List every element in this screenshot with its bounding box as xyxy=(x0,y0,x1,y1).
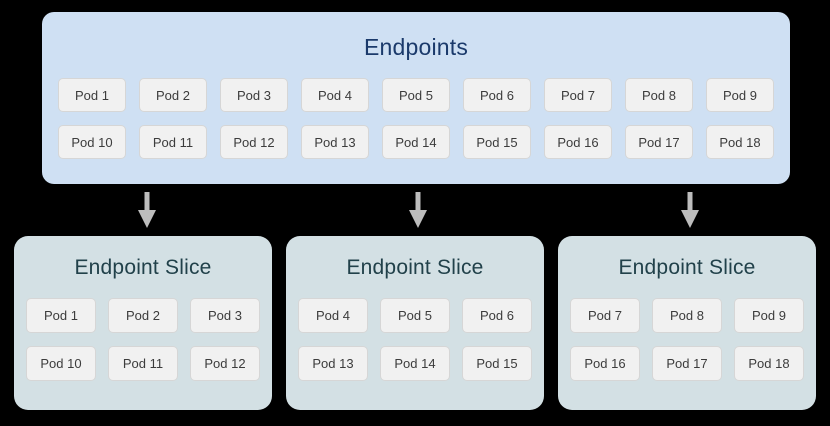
slice-pod-row-1: Pod 7 Pod 8 Pod 9 xyxy=(558,298,816,333)
pod-chip[interactable]: Pod 6 xyxy=(462,298,532,333)
arrow-down-icon xyxy=(679,192,701,228)
pod-chip[interactable]: Pod 15 xyxy=(462,346,532,381)
pod-chip[interactable]: Pod 7 xyxy=(570,298,640,333)
pod-chip[interactable]: Pod 10 xyxy=(58,125,126,159)
pod-chip[interactable]: Pod 9 xyxy=(734,298,804,333)
endpoint-slice-title: Endpoint Slice xyxy=(618,256,756,279)
endpoint-slice-2: Endpoint Slice Pod 4 Pod 5 Pod 6 Pod 13 … xyxy=(286,236,544,410)
pod-chip[interactable]: Pod 17 xyxy=(652,346,722,381)
endpoints-pod-row-2: Pod 10 Pod 11 Pod 12 Pod 13 Pod 14 Pod 1… xyxy=(42,125,790,159)
pod-chip[interactable]: Pod 4 xyxy=(301,78,369,112)
pod-chip[interactable]: Pod 8 xyxy=(652,298,722,333)
endpoints-pod-row-1: Pod 1 Pod 2 Pod 3 Pod 4 Pod 5 Pod 6 Pod … xyxy=(42,78,790,112)
pod-chip[interactable]: Pod 2 xyxy=(108,298,178,333)
pod-chip[interactable]: Pod 3 xyxy=(220,78,288,112)
pod-chip[interactable]: Pod 14 xyxy=(382,125,450,159)
pod-chip[interactable]: Pod 6 xyxy=(463,78,531,112)
pod-chip[interactable]: Pod 16 xyxy=(570,346,640,381)
pod-chip[interactable]: Pod 8 xyxy=(625,78,693,112)
pod-chip[interactable]: Pod 13 xyxy=(298,346,368,381)
pod-chip[interactable]: Pod 14 xyxy=(380,346,450,381)
pod-chip[interactable]: Pod 17 xyxy=(625,125,693,159)
pod-chip[interactable]: Pod 10 xyxy=(26,346,96,381)
pod-chip[interactable]: Pod 7 xyxy=(544,78,612,112)
endpoints-container: Endpoints Pod 1 Pod 2 Pod 3 Pod 4 Pod 5 … xyxy=(42,12,790,184)
arrow-down-icon xyxy=(136,192,158,228)
pod-chip[interactable]: Pod 15 xyxy=(463,125,531,159)
endpoint-slice-1: Endpoint Slice Pod 1 Pod 2 Pod 3 Pod 10 … xyxy=(14,236,272,410)
endpoint-slice-title: Endpoint Slice xyxy=(74,256,212,279)
endpoint-slice-pod-grid: Pod 1 Pod 2 Pod 3 Pod 10 Pod 11 Pod 12 xyxy=(14,298,272,381)
arrow-down-icon xyxy=(407,192,429,228)
slice-pod-row-2: Pod 13 Pod 14 Pod 15 xyxy=(286,346,544,381)
pod-chip[interactable]: Pod 5 xyxy=(382,78,450,112)
pod-chip[interactable]: Pod 11 xyxy=(108,346,178,381)
endpoint-slice-title: Endpoint Slice xyxy=(346,256,484,279)
slice-pod-row-1: Pod 1 Pod 2 Pod 3 xyxy=(14,298,272,333)
pod-chip[interactable]: Pod 2 xyxy=(139,78,207,112)
slice-pod-row-2: Pod 10 Pod 11 Pod 12 xyxy=(14,346,272,381)
pod-chip[interactable]: Pod 1 xyxy=(58,78,126,112)
pod-chip[interactable]: Pod 16 xyxy=(544,125,612,159)
slice-pod-row-1: Pod 4 Pod 5 Pod 6 xyxy=(286,298,544,333)
pod-chip[interactable]: Pod 18 xyxy=(734,346,804,381)
pod-chip[interactable]: Pod 12 xyxy=(220,125,288,159)
pod-chip[interactable]: Pod 3 xyxy=(190,298,260,333)
pod-chip[interactable]: Pod 9 xyxy=(706,78,774,112)
pod-chip[interactable]: Pod 5 xyxy=(380,298,450,333)
endpoint-slice-3: Endpoint Slice Pod 7 Pod 8 Pod 9 Pod 16 … xyxy=(558,236,816,410)
endpoint-slice-pod-grid: Pod 7 Pod 8 Pod 9 Pod 16 Pod 17 Pod 18 xyxy=(558,298,816,381)
pod-chip[interactable]: Pod 12 xyxy=(190,346,260,381)
endpoint-slice-pod-grid: Pod 4 Pod 5 Pod 6 Pod 13 Pod 14 Pod 15 xyxy=(286,298,544,381)
pod-chip[interactable]: Pod 4 xyxy=(298,298,368,333)
pod-chip[interactable]: Pod 13 xyxy=(301,125,369,159)
slice-pod-row-2: Pod 16 Pod 17 Pod 18 xyxy=(558,346,816,381)
pod-chip[interactable]: Pod 18 xyxy=(706,125,774,159)
pod-chip[interactable]: Pod 1 xyxy=(26,298,96,333)
endpoints-title: Endpoints xyxy=(363,34,469,60)
pod-chip[interactable]: Pod 11 xyxy=(139,125,207,159)
endpoints-pod-grid: Pod 1 Pod 2 Pod 3 Pod 4 Pod 5 Pod 6 Pod … xyxy=(42,78,790,159)
